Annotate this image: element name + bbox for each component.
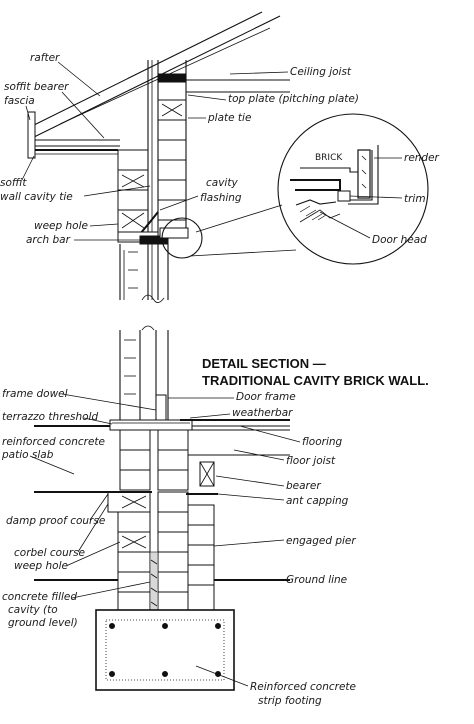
label-top-plate: top plate (pitching plate) (228, 93, 359, 105)
label-flashing: flashing (200, 192, 242, 204)
label-bearer: bearer (286, 480, 321, 492)
label-strip-footing: strip footing (258, 695, 322, 707)
label-reinforced-concrete: reinforced concrete (2, 436, 105, 448)
label-fascia: fascia (4, 95, 35, 107)
label-cavity: cavity (206, 177, 238, 189)
label-brick: BRICK (315, 153, 343, 163)
upper-wall (117, 60, 203, 303)
label-patio-slab: patio slab (1, 449, 54, 461)
lower-labels: frame dowel Door frame terrazzo threshol… (1, 388, 356, 707)
label-wall-cavity-tie: wall cavity tie (0, 191, 73, 203)
label-reinforced-concrete-footing: Reinforced concrete (250, 681, 356, 693)
label-weep-hole-lower: weep hole (14, 560, 68, 572)
label-soffit-bearer: soffit bearer (4, 81, 69, 93)
label-engaged-pier: engaged pier (286, 535, 356, 547)
label-ceiling-joist: Ceiling joist (290, 66, 352, 78)
diagram-title-line1: DETAIL SECTION — (202, 356, 326, 371)
label-door-head: Door head (372, 234, 427, 246)
door-head-detail (189, 113, 429, 265)
label-ground-line: Ground line (286, 574, 347, 586)
label-arch-bar: arch bar (26, 234, 71, 246)
label-weatherbar: weatherbar (232, 407, 293, 419)
title-block: DETAIL SECTION — TRADITIONAL CAVITY BRIC… (202, 356, 429, 388)
lower-wall (34, 325, 290, 691)
label-soffit: soffit (0, 177, 27, 189)
label-plate-tie: plate tie (207, 112, 251, 124)
label-cavity-to: cavity (to (8, 604, 58, 616)
label-weep-hole-upper: weep hole (34, 220, 88, 232)
label-ant-capping: ant capping (286, 495, 349, 507)
diagram-title-line2: TRADITIONAL CAVITY BRICK WALL. (202, 373, 429, 388)
label-damp-proof-course: damp proof course (6, 515, 105, 527)
label-terrazzo-threshold: terrazzo threshold (2, 411, 98, 423)
upper-labels: rafter soffit bearer fascia Ceiling jois… (0, 52, 440, 246)
label-floor-joist: floor joist (286, 455, 336, 467)
label-door-frame: Door frame (236, 391, 296, 403)
label-concrete-filled: concrete filled (2, 591, 77, 603)
label-trim: trim (404, 193, 426, 205)
label-corbel-course: corbel course (14, 547, 85, 559)
label-render: render (404, 152, 440, 164)
label-ground-level: ground level) (8, 617, 78, 629)
label-frame-dowel: frame dowel (2, 388, 68, 400)
label-rafter: rafter (30, 52, 60, 64)
label-flooring: flooring (302, 436, 343, 448)
